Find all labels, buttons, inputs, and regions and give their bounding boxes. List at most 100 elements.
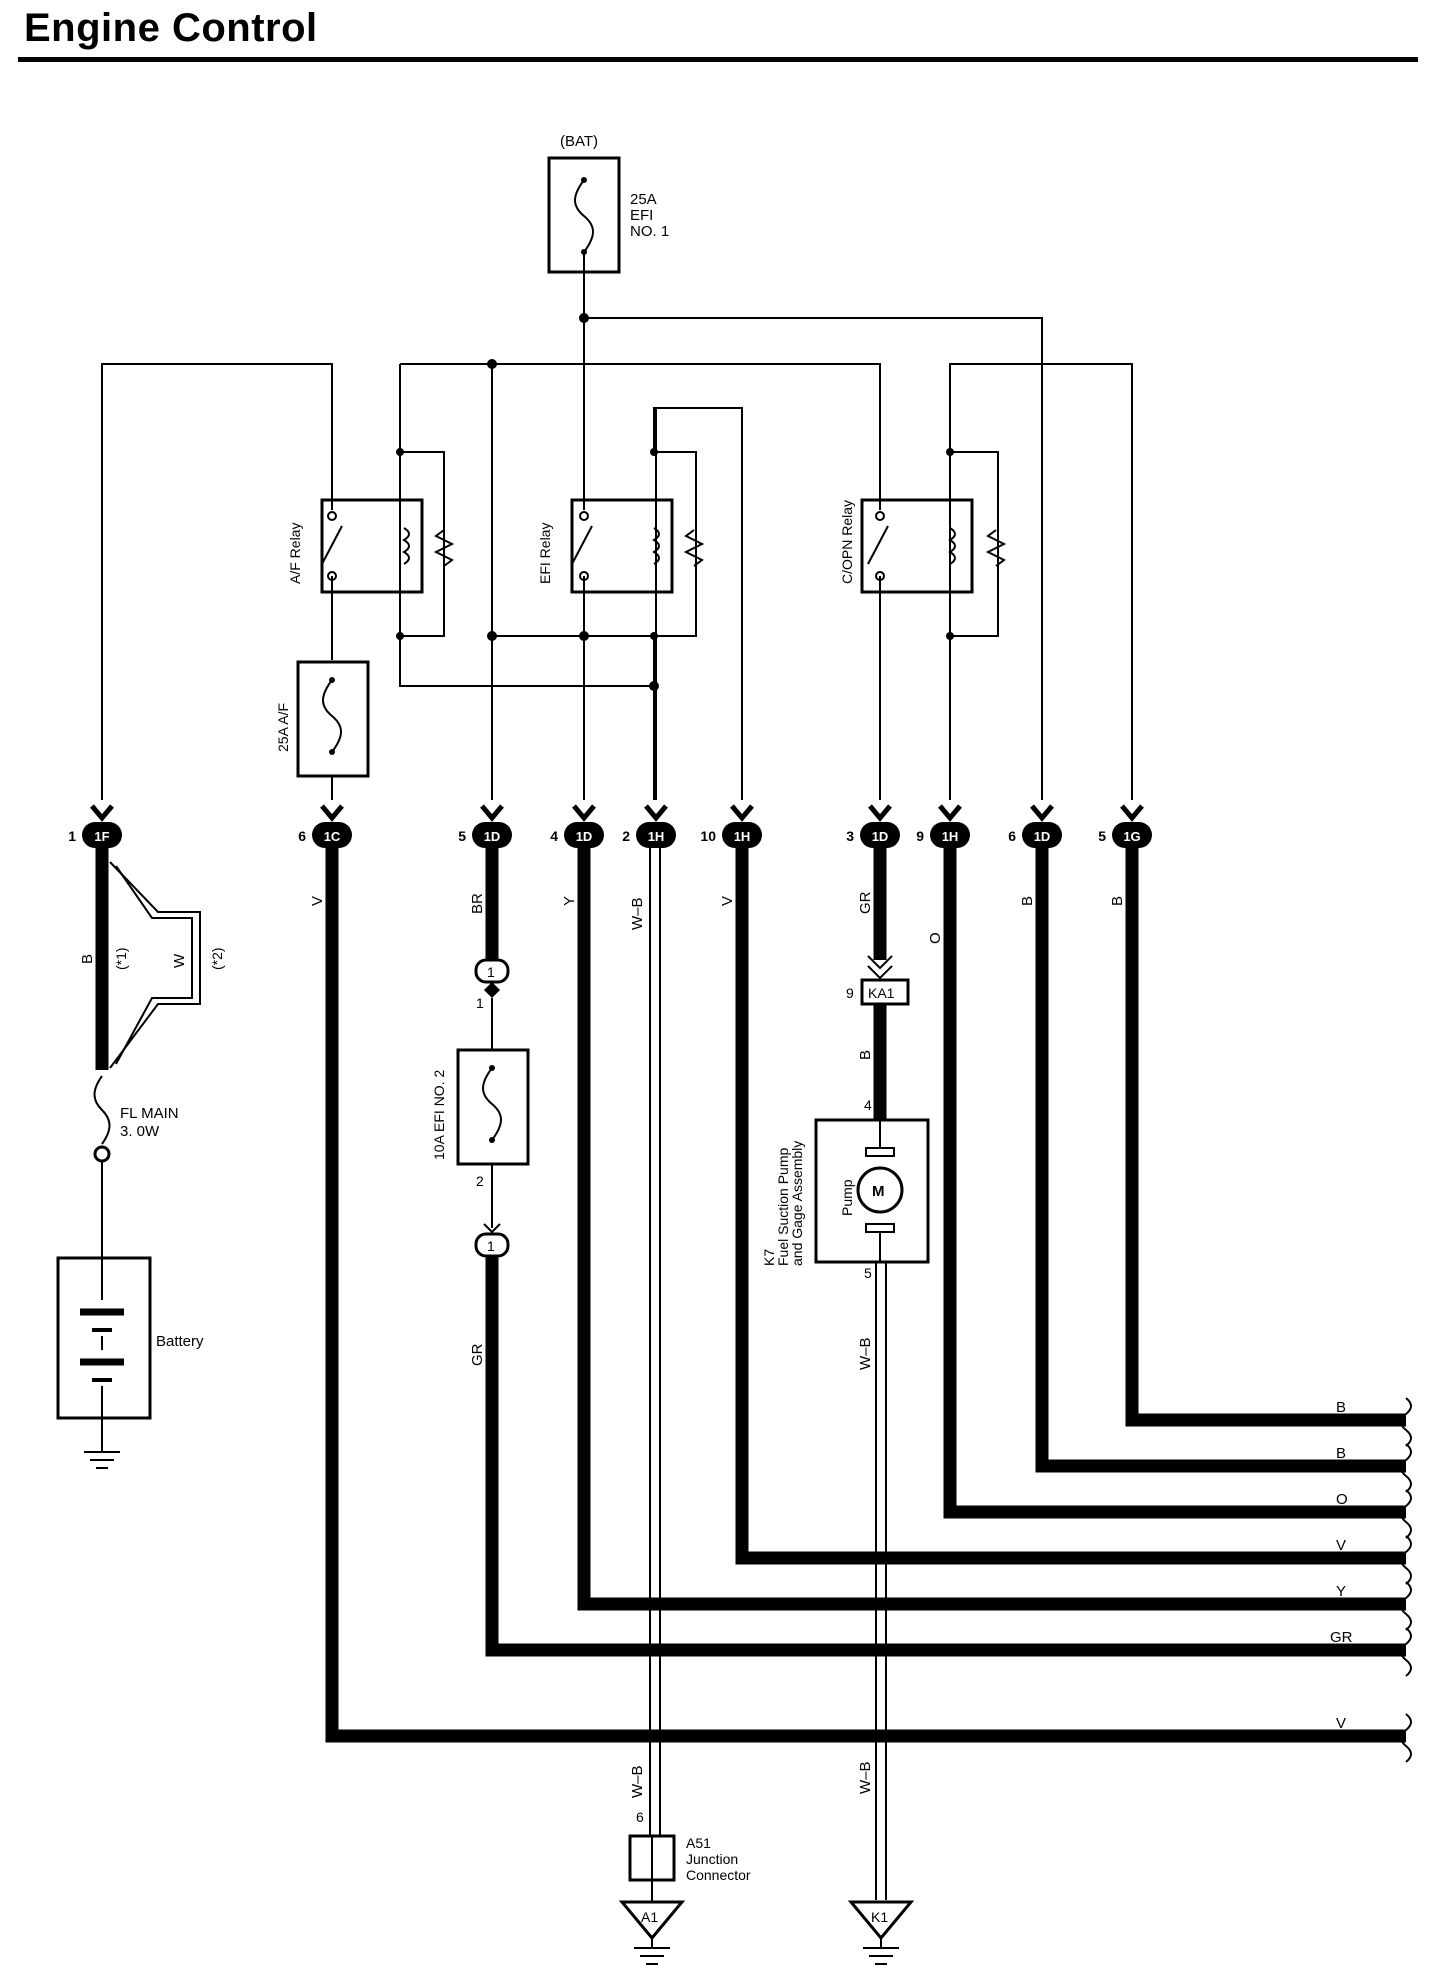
efi1-amp: 25A [630, 191, 657, 208]
gnd-a1-label: A1 [641, 1909, 658, 1925]
connector-pin: 6 [298, 828, 306, 844]
connector-code: 1D [872, 829, 889, 844]
wire-c8-label: O [927, 932, 944, 944]
wire-o-1h: O O [927, 848, 1406, 1519]
fuse2-in-pin: 1 [476, 995, 484, 1011]
pump-circuit: GR KA1 9 B 4 M Pump K7 Fuel Suction Pump… [761, 848, 930, 1965]
wire-c7-label: GR [857, 891, 874, 914]
a51-pin: 6 [636, 1809, 644, 1825]
wire-c5-label: W–B [629, 897, 646, 930]
power-bus [101, 252, 1133, 800]
wire-r-v1-label: V [1336, 1537, 1346, 1554]
connector-1d-pin-3: 1D 3 [846, 804, 900, 848]
break-mark [1400, 1535, 1412, 1585]
connector-1c-pin-6: 1C 6 [298, 804, 352, 848]
a51-junction: Junction [686, 1851, 738, 1867]
connector-code: 1H [942, 829, 959, 844]
connector-code: 1H [648, 829, 665, 844]
connector-1g-pin-5: 1G5 [1098, 804, 1152, 848]
wire-r-b1-label: B [1336, 1399, 1346, 1416]
connector-code: 1H [734, 829, 751, 844]
wire-r-v2-label: V [1336, 1715, 1346, 1732]
connector-pin: 6 [1008, 828, 1016, 844]
connector-pin: 4 [550, 828, 558, 844]
note1-label: (*1) [113, 947, 129, 970]
fl-main-rating: 3. 0W [120, 1123, 160, 1140]
copn-relay-label: C/OPN Relay [839, 500, 855, 584]
connector-1f-pin-1: 1F 1 [68, 804, 122, 848]
wire-v-1h: V V [719, 848, 1406, 1565]
af-fuse-label: 25A A/F [275, 703, 291, 752]
wire-b-1d: B B [1019, 848, 1406, 1473]
wire-c1w-label: W [171, 953, 188, 968]
efi-relay: EFI Relay [537, 407, 742, 800]
connector-1h-pin-9: 1H 9 [916, 804, 970, 848]
efi1-no: NO. 1 [630, 223, 669, 240]
efi-no2-circuit: BR 1 1 10A EFI NO. 2 2 1 GR GR [431, 848, 1406, 1657]
connector-pin: 1 [68, 828, 76, 844]
connector-1d-pin-4: 1D 4 [550, 804, 604, 848]
wire-y-1d: Y Y [561, 848, 1406, 1611]
connector-code: 1D [576, 829, 593, 844]
connector-pin: 5 [458, 828, 466, 844]
break-mark [1400, 1443, 1412, 1493]
wire-pump-wb-label: W–B [857, 1337, 874, 1370]
wire-r-y-label: Y [1336, 1583, 1346, 1600]
a51-label: A51 [686, 1835, 711, 1851]
title-rule [18, 57, 1418, 62]
k7-desc2: and Gage Assembly [789, 1141, 805, 1266]
connector-1h-pin-10: 1H 10 [700, 804, 762, 848]
connector-row: 1F 1 1C 6 1D 5 1D 4 1H 2 1H 10 1D 3 1H 9 1D 6 1G5 [68, 804, 1152, 848]
motor-label: M [872, 1183, 885, 1200]
page-title: Engine Control [24, 6, 318, 50]
note2-label: (*2) [209, 947, 225, 970]
relay-ground-bus [399, 631, 659, 800]
wire-c6-label: V [719, 896, 736, 906]
fuse2-out-pin: 2 [476, 1173, 484, 1189]
break-mark [1400, 1581, 1412, 1631]
wire-ka1-b-label: B [857, 1050, 874, 1060]
copn-relay: C/OPN Relay [839, 448, 1007, 800]
connector-code: 1F [94, 829, 109, 844]
pump-label: Pump [839, 1179, 855, 1216]
j2-pin: 1 [487, 1238, 495, 1254]
connector-pin: 9 [916, 828, 924, 844]
ka1-label: KA1 [868, 985, 895, 1001]
break-mark [1400, 1627, 1412, 1677]
wire-b-1g: B B [1109, 848, 1406, 1427]
break-mark [1400, 1489, 1412, 1539]
connector-pin: 5 [1098, 828, 1106, 844]
break-marks [1400, 1397, 1412, 1763]
connector-code: 1D [484, 829, 501, 844]
ka1-pin: 9 [846, 985, 854, 1001]
battery-label: Battery [156, 1333, 204, 1350]
connector-code: 1D [1034, 829, 1051, 844]
efi2-fuse-label: 10A EFI NO. 2 [431, 1070, 447, 1160]
af-relay: A/F Relay [287, 448, 455, 660]
k7-label: K7 [761, 1249, 777, 1266]
break-mark [1400, 1713, 1412, 1763]
efi-no1-fuse: (BAT) 25A EFI NO. 1 [547, 133, 669, 274]
wire-r-o-label: O [1336, 1491, 1348, 1508]
connector-pin: 10 [700, 828, 716, 844]
battery-circuit: B (*1) W (*2) FL MAIN 3. 0W Battery [56, 848, 225, 1469]
a51-connector: Connector [686, 1867, 751, 1883]
fl-main-label: FL MAIN [120, 1105, 179, 1122]
connector-1h-pin-2: 1H 2 [622, 804, 676, 848]
wire-c1-label: B [79, 954, 96, 964]
connector-pin: 3 [846, 828, 854, 844]
connector-code: 1C [324, 829, 341, 844]
connector-1d-pin-5: 1D 5 [458, 804, 512, 848]
k7-desc1: Fuel Suction Pump [775, 1148, 791, 1266]
af-relay-label: A/F Relay [287, 523, 303, 584]
wire-v-1c: V V [309, 848, 1406, 1743]
connector-1d-pin-6: 1D 6 [1008, 804, 1062, 848]
connector-pin: 2 [622, 828, 630, 844]
gnd-k1-label: K1 [871, 1909, 888, 1925]
wire-k1-wb-label: W–B [857, 1761, 874, 1794]
wire-a51-wb-label: W–B [629, 1765, 646, 1798]
af-fuse: 25A A/F [275, 660, 370, 800]
pump-in-pin: 4 [864, 1097, 872, 1113]
pump-out-pin: 5 [864, 1265, 872, 1281]
